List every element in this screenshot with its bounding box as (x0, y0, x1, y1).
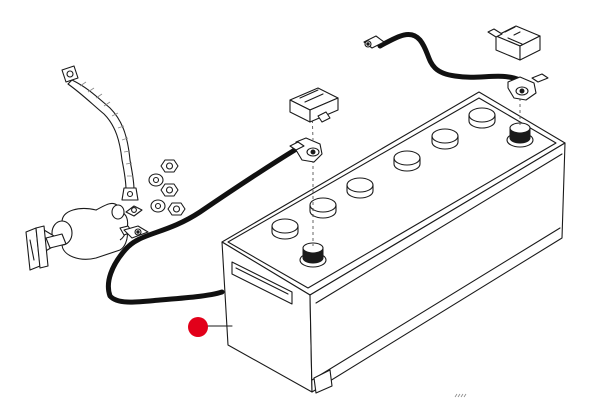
battery-handle-edge (235, 267, 289, 295)
positive-battery-cable (377, 32, 523, 83)
positive-terminal-clamp-icon (507, 73, 549, 101)
cell-caps (271, 107, 496, 240)
battery-handle-slot (231, 261, 293, 305)
cell-cap (468, 107, 496, 123)
battery (221, 91, 566, 394)
ring-lug-icon (363, 35, 385, 49)
washers-and-nuts-icon (148, 159, 186, 216)
battery-disconnect-switch-icon (25, 202, 149, 271)
negative-terminal-clamp-icon (289, 137, 323, 163)
positive-post (506, 122, 534, 148)
cell-cap (346, 177, 374, 193)
negative-battery-cable (105, 145, 301, 305)
battery-side-face (309, 142, 566, 393)
callout-marker-icon[interactable] (188, 317, 208, 337)
cell-cap (271, 218, 299, 234)
negative-post (299, 242, 327, 268)
terminal-cover-icon (289, 87, 339, 123)
ground-strap-icon (61, 65, 139, 201)
assembly-line (311, 107, 314, 141)
scan-artifact (454, 393, 467, 398)
battery-base-ledge (311, 227, 561, 381)
positive-terminal-cover-icon (487, 25, 541, 61)
cell-cap (431, 128, 459, 144)
battery-side-molding (315, 153, 563, 304)
battery-base-foot (313, 369, 333, 394)
cell-cap (393, 150, 421, 166)
cell-cap (309, 197, 337, 213)
battery-top-rim (227, 97, 557, 289)
